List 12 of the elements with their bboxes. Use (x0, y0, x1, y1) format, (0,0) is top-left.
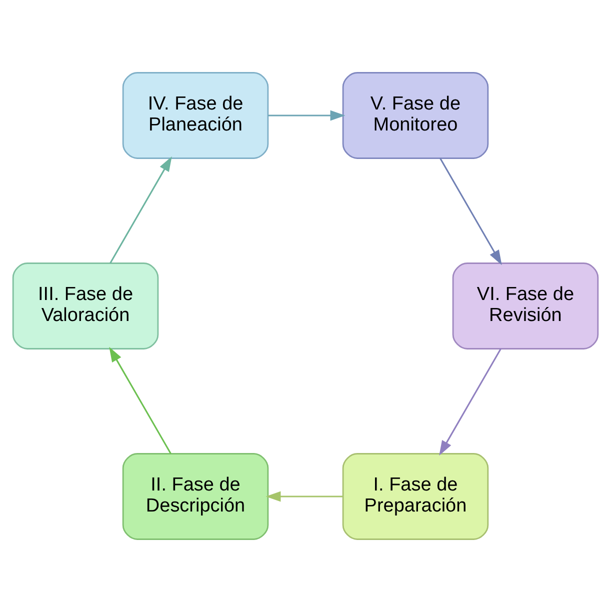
node-box: IV. Fase de Planeación (122, 72, 269, 158)
node-box: V. Fase de Monitoreo (342, 72, 489, 158)
arrow (439, 348, 502, 456)
node-box: III. Fase de Valoración (12, 262, 159, 349)
arrow (109, 346, 172, 454)
arrow (266, 490, 343, 502)
arrow (440, 157, 502, 265)
node-box: II. Fase de Descripción (122, 452, 269, 540)
node-box: VI. Fase de Revisión (452, 262, 599, 349)
arrow (110, 156, 172, 264)
node-box: I. Fase de Preparación (342, 452, 489, 540)
arrow (268, 110, 346, 120)
